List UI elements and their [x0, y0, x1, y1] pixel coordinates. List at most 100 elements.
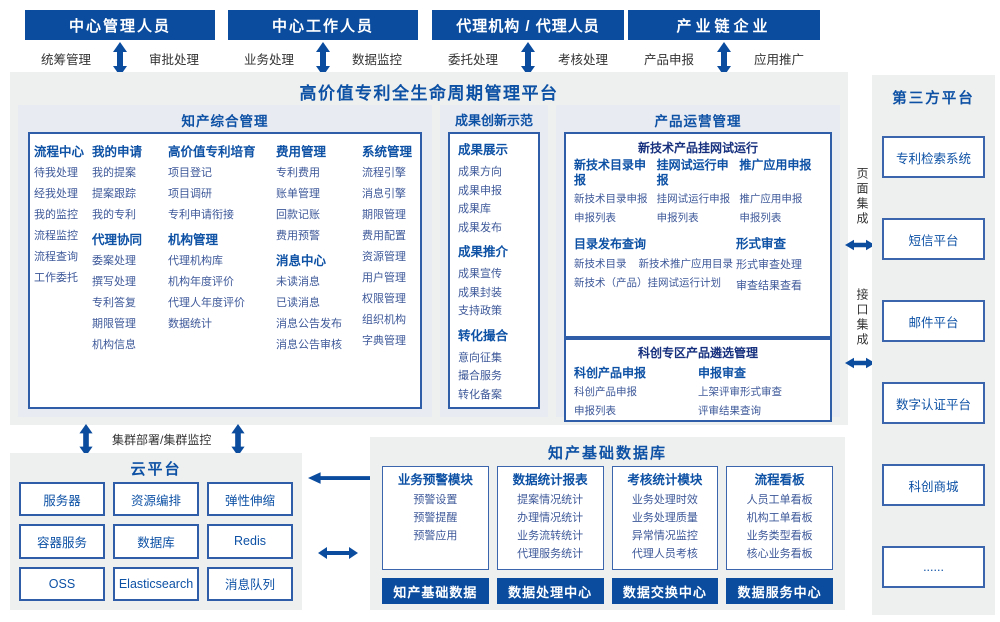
db-module-business-warning: 业务预警模块预警设置预警提醒预警应用	[382, 466, 489, 570]
menu-item: 推广应用申报	[739, 193, 803, 205]
double-arrow-vertical-icon	[231, 424, 245, 456]
menu-item: 专利申请衔接	[168, 209, 234, 221]
menu-item: 预警设置	[413, 494, 458, 506]
menu-item: 成果发布	[458, 221, 502, 234]
role-action-label: 业务处理	[244, 53, 295, 67]
third-party-system-box: 科创商城	[882, 464, 985, 506]
menu-item: 形式审查处理	[736, 259, 802, 271]
double-arrow-vertical-icon	[79, 424, 93, 456]
ip-base-database-title: 知产基础数据库	[547, 445, 667, 462]
third-party-system-box: ......	[882, 546, 985, 588]
group-title: 机构管理	[168, 233, 219, 247]
menu-item: 我的监控	[34, 209, 78, 221]
menu-item: 新技术推广应用目录	[638, 258, 734, 270]
formal-review-group: 形式审查形式审查处理审查结果查看	[736, 233, 822, 297]
menu-groups-box: 成果展示成果方向成果申报成果库成果发布成果推介成果宣传成果封装支持政策转化撮合意…	[448, 132, 540, 409]
menu-item: 评审结果查询	[698, 405, 761, 417]
menu-item: 待我处理	[34, 167, 78, 179]
menu-item: 办理情况统计	[517, 512, 584, 524]
menu-column: 我的申请我的提案提案跟踪我的专利代理协同委案处理撰写处理专利答复期限管理机构信息	[92, 141, 166, 400]
menu-item: 流程监控	[34, 230, 78, 242]
menu-item: 我的专利	[92, 209, 136, 221]
db-footer-bar: 数据服务中心	[726, 578, 833, 604]
menu-item: 业务处理时效	[631, 494, 698, 506]
role-title-bar: 产业链企业	[628, 10, 820, 40]
menu-item: 撰写处理	[92, 276, 136, 288]
integration-strip: 页面集成 接口集成	[845, 72, 875, 425]
menu-item: 成果封装	[458, 286, 502, 299]
menu-item: 业务流转统计	[517, 530, 584, 542]
group-title: 数据统计报表	[512, 473, 588, 487]
third-party-system-box: 邮件平台	[882, 300, 985, 342]
menu-item: 工作委托	[34, 272, 78, 284]
section-achievement-innovation-demo: 成果创新示范 成果展示成果方向成果申报成果库成果发布成果推介成果宣传成果封装支持…	[440, 105, 548, 417]
role-action-label: 委托处理	[448, 53, 499, 67]
platform-panel: 高价值专利全生命周期管理平台 知产综合管理 流程中心待我处理经我处理我的监控流程…	[10, 72, 848, 425]
menu-item: 代理机构库	[168, 255, 223, 267]
selection-box: 科创专区产品遴选管理 科创产品申报科创产品申报申报列表 申报审查上架评审形式审查…	[564, 338, 832, 422]
interface-integration-label: 接口集成	[855, 288, 869, 348]
group-title: 成果推介	[458, 245, 509, 259]
group-title: 我的申请	[92, 145, 143, 159]
group-title: 挂网试运行申报	[656, 158, 729, 187]
menu-item: 消息引擎	[362, 188, 406, 200]
double-arrow-vertical-icon	[113, 42, 127, 76]
menu-item: 申报列表	[574, 405, 616, 417]
menu-item: 我的提案	[92, 167, 136, 179]
menu-item: 预警应用	[413, 530, 458, 542]
group-title: 流程看板	[754, 473, 805, 487]
menu-item: 专利费用	[276, 167, 320, 179]
menu-item: 委案处理	[92, 255, 136, 267]
menu-column: 高价值专利培育项目登记项目调研专利申请衔接机构管理代理机构库机构年度评价代理人年…	[168, 141, 274, 400]
menu-column: 系统管理流程引擎消息引擎期限管理费用配置资源管理用户管理权限管理组织机构字典管理	[362, 141, 420, 400]
third-party-system-box: 专利检索系统	[882, 136, 985, 178]
menu-item: 成果宣传	[458, 268, 502, 280]
double-arrow-horizontal-icon	[845, 357, 875, 369]
menu-item: 机构信息	[92, 339, 136, 351]
menu-item: 异常情况监控	[631, 530, 698, 542]
menu-item: 挂网试运行申报	[656, 193, 731, 205]
double-arrow-vertical-icon	[717, 42, 731, 76]
catalog-publish-query-group: 目录发布查询 新技术目录 新技术推广应用目录 新技术（产品）挂网试运行计划	[574, 233, 736, 297]
menu-item: 数据统计	[168, 318, 212, 330]
role-title-bar: 代理机构 / 代理人员	[432, 10, 624, 40]
menu-item: 业务处理质量	[631, 512, 698, 524]
menu-item: 机构年度评价	[168, 276, 234, 288]
cloud-service-box: 消息队列	[207, 566, 293, 601]
section-ip-comprehensive-management: 知产综合管理 流程中心待我处理经我处理我的监控流程监控流程查询工作委托我的申请我…	[18, 105, 432, 417]
double-arrow-horizontal-icon	[318, 547, 358, 559]
db-footer-bar: 数据交换中心	[611, 578, 719, 604]
cloud-service-box: 资源编排	[113, 482, 199, 517]
menu-item: 代理人年度评价	[168, 297, 245, 309]
menu-item: 项目登记	[168, 167, 212, 179]
menu-item: 成果方向	[458, 166, 502, 178]
double-arrow-vertical-icon	[521, 42, 535, 76]
role-action-label: 统筹管理	[41, 53, 92, 67]
selection-column-apply-review: 申报审查上架评审形式审查评审结果查询	[698, 363, 822, 421]
role-group-center-staff: 中心工作人员 业务处理 数据监控	[228, 10, 418, 76]
cluster-connector-row: 集群部署/集群监控	[0, 424, 320, 456]
menu-item: 成果库	[458, 203, 491, 215]
menu-item: 期限管理	[362, 209, 406, 221]
menu-item: 新技术目录申报	[574, 193, 648, 205]
left-arrow-icon	[308, 472, 370, 484]
section-title: 产品运营管理	[654, 114, 742, 129]
menu-item: 申报列表	[656, 212, 699, 224]
menu-item: 支持政策	[458, 305, 502, 317]
third-party-title: 第三方平台	[892, 91, 975, 107]
role-group-center-managers: 中心管理人员 统筹管理 审批处理	[25, 10, 215, 76]
cloud-service-box: 弹性伸缩	[207, 482, 293, 517]
group-title: 形式审查	[736, 237, 787, 251]
db-footer-bar: 数据处理中心	[496, 578, 604, 604]
cloud-platform-title: 云平台	[130, 461, 182, 478]
trial-run-title: 新技术产品挂网试运行	[637, 141, 758, 155]
double-arrow-horizontal-icon	[845, 239, 875, 251]
role-group-industry-chain: 产业链企业 产品申报 应用推广	[628, 10, 820, 76]
menu-item: 账单管理	[276, 188, 320, 200]
menu-item: 申报列表	[739, 212, 782, 224]
menu-item: 审查结果查看	[736, 280, 802, 292]
group-title: 消息中心	[276, 254, 327, 268]
cloud-service-box: 数据库	[113, 524, 199, 559]
